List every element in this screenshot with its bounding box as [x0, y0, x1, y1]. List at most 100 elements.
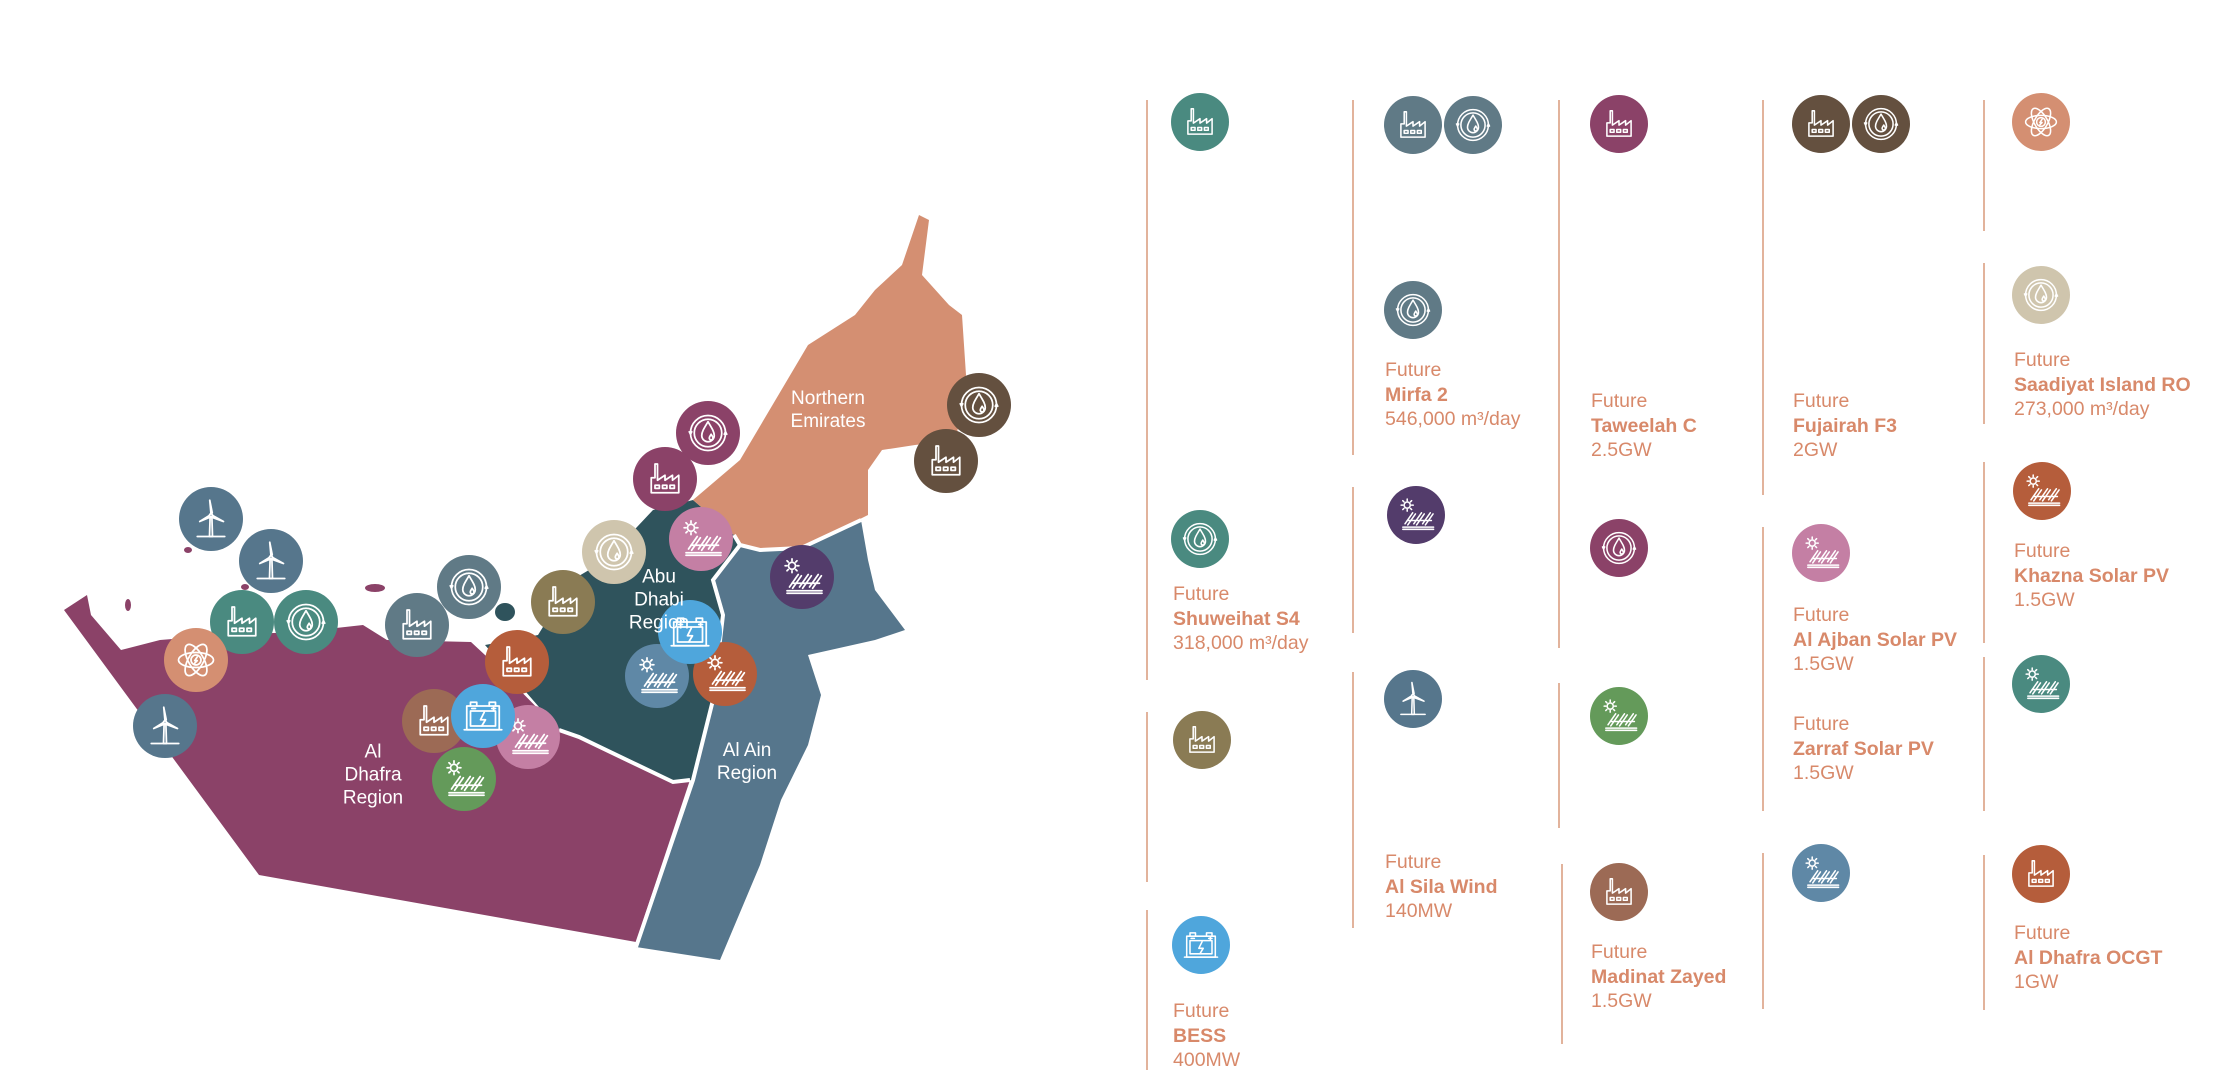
wind-turbine-marker[interactable]	[1384, 670, 1442, 728]
nuclear-marker[interactable]	[164, 628, 228, 692]
solar-panel-marker[interactable]	[669, 507, 733, 571]
project-status: Future	[1793, 604, 1850, 626]
project-capacity: 1.5GW	[1591, 990, 1652, 1012]
column-divider	[1146, 910, 1148, 1070]
solar-panel-marker[interactable]	[2012, 655, 2070, 713]
project-capacity: 400MW	[1173, 1049, 1241, 1071]
column-divider	[1352, 672, 1354, 928]
project-capacity: 546,000 m³/day	[1385, 408, 1521, 430]
desalination-marker[interactable]	[274, 590, 338, 654]
solar-panel-marker[interactable]	[1792, 844, 1850, 902]
solar-panel-marker[interactable]	[432, 747, 496, 811]
desalination-icon	[1178, 517, 1222, 561]
region-label-al-dhafra: Al Dhafra Region	[342, 741, 404, 809]
desalination-marker[interactable]	[582, 520, 646, 584]
column-divider	[1558, 683, 1560, 828]
solar-panel-icon	[1597, 694, 1641, 738]
solar-panel-marker[interactable]	[1387, 486, 1445, 544]
factory-marker[interactable]	[1173, 711, 1231, 769]
column-divider	[1983, 855, 1985, 1010]
project-status: Future	[1173, 583, 1230, 605]
project-status: Future	[2014, 922, 2071, 944]
project-status: Future	[1173, 1000, 1230, 1022]
project-capacity: 1GW	[2014, 971, 2059, 993]
desalination-marker[interactable]	[947, 373, 1011, 437]
project-capacity: 273,000 m³/day	[2014, 398, 2150, 420]
desalination-marker[interactable]	[1590, 519, 1648, 577]
nuclear-marker[interactable]	[2012, 93, 2070, 151]
battery-icon	[1179, 923, 1223, 967]
column-divider	[1762, 527, 1764, 811]
factory-marker[interactable]	[1590, 95, 1648, 153]
project-capacity: 140MW	[1385, 900, 1453, 922]
factory-icon	[1799, 102, 1843, 146]
factory-marker[interactable]	[633, 447, 697, 511]
column-divider	[1983, 462, 1985, 643]
project-capacity: 1.5GW	[2014, 589, 2075, 611]
factory-icon	[1180, 718, 1224, 762]
factory-marker[interactable]	[1590, 863, 1648, 921]
project-name: Mirfa 2	[1385, 383, 1448, 406]
desalination-marker[interactable]	[1171, 510, 1229, 568]
desalination-marker[interactable]	[2012, 266, 2070, 324]
battery-icon	[458, 691, 508, 741]
factory-marker[interactable]	[1171, 93, 1229, 151]
factory-marker[interactable]	[385, 593, 449, 657]
factory-icon	[1178, 100, 1222, 144]
solar-panel-marker[interactable]	[770, 545, 834, 609]
factory-icon	[217, 597, 267, 647]
wind-turbine-marker[interactable]	[179, 487, 243, 551]
factory-marker[interactable]	[914, 429, 978, 493]
wind-turbine-icon	[1391, 677, 1435, 721]
project-name: Al Sila Wind	[1385, 875, 1498, 898]
wind-turbine-marker[interactable]	[133, 694, 197, 758]
nuclear-icon	[2019, 100, 2063, 144]
region-label-northern-emirates: Northern Emirates	[790, 388, 866, 432]
region-label-abu-dhabi: Abu Dhabi Region	[628, 566, 690, 634]
solar-panel-icon	[676, 514, 726, 564]
solar-panel-icon	[1394, 493, 1438, 537]
column-divider	[1352, 100, 1354, 455]
island	[495, 603, 515, 621]
factory-marker[interactable]	[1792, 95, 1850, 153]
desalination-marker[interactable]	[676, 401, 740, 465]
factory-icon	[2019, 852, 2063, 896]
factory-marker[interactable]	[2012, 845, 2070, 903]
desalination-marker[interactable]	[1384, 281, 1442, 339]
battery-marker[interactable]	[451, 684, 515, 748]
region-al-ain	[636, 520, 905, 960]
battery-marker[interactable]	[658, 600, 722, 664]
battery-marker[interactable]	[1172, 916, 1230, 974]
column-divider	[1983, 100, 1985, 231]
project-status: Future	[1591, 390, 1648, 412]
desalination-icon	[954, 380, 1004, 430]
desalination-icon	[444, 562, 494, 612]
project-name: Khazna Solar PV	[2014, 564, 2169, 587]
factory-marker[interactable]	[485, 630, 549, 694]
project-status: Future	[1591, 941, 1648, 963]
region-abu-dhabi	[485, 500, 740, 782]
wind-turbine-marker[interactable]	[239, 529, 303, 593]
desalination-marker[interactable]	[1444, 96, 1502, 154]
factory-marker[interactable]	[531, 570, 595, 634]
desalination-marker[interactable]	[437, 555, 501, 619]
project-capacity: 2.5GW	[1591, 439, 1652, 461]
solar-panel-marker[interactable]	[2013, 462, 2071, 520]
factory-icon	[1597, 870, 1641, 914]
column-divider	[1983, 657, 1985, 811]
solar-panel-icon	[1799, 851, 1843, 895]
project-name: Saadiyat Island RO	[2014, 373, 2191, 396]
desalination-icon	[1597, 526, 1641, 570]
project-name: Al Ajban Solar PV	[1793, 628, 1957, 651]
solar-panel-marker[interactable]	[1590, 687, 1648, 745]
desalination-icon	[2019, 273, 2063, 317]
solar-panel-marker[interactable]	[1792, 524, 1850, 582]
factory-icon	[1597, 102, 1641, 146]
factory-marker[interactable]	[1384, 96, 1442, 154]
desalination-marker[interactable]	[1852, 95, 1910, 153]
